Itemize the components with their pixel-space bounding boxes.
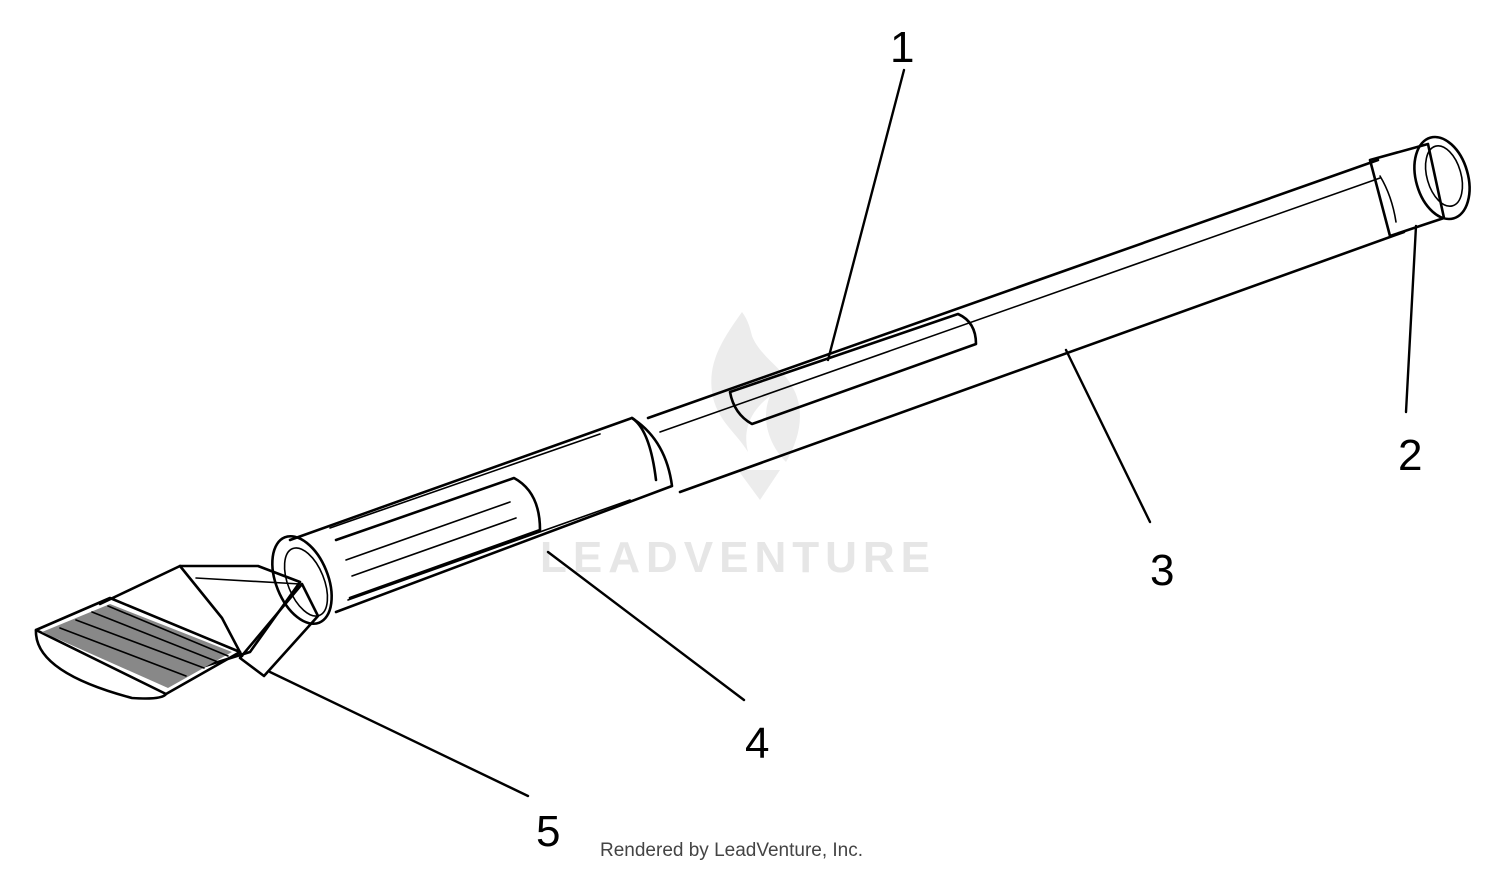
callout-number-4: 4 — [745, 719, 769, 768]
brush-tool-drawing — [34, 135, 1471, 700]
end-cap — [1368, 135, 1471, 238]
callout-number-5: 5 — [536, 807, 560, 856]
leader-line-3 — [1064, 348, 1152, 524]
callout-number-1: 1 — [890, 23, 914, 72]
handle-tube — [646, 158, 1406, 494]
callout-number-3: 3 — [1150, 546, 1174, 595]
callout-number-2: 2 — [1398, 431, 1422, 480]
render-credit: Rendered by LeadVenture, Inc. — [600, 840, 863, 861]
label-sticker — [728, 312, 978, 426]
callout-numbers: 1 2 3 4 5 — [536, 23, 1422, 856]
leader-line-4 — [546, 550, 746, 702]
grip-sleeve — [271, 416, 674, 626]
watermark: LEADVENTURE — [540, 312, 936, 582]
watermark-text: LEADVENTURE — [540, 533, 936, 582]
brush-head — [34, 564, 320, 700]
leader-lines — [268, 68, 1418, 798]
leader-line-2 — [1404, 224, 1418, 414]
leader-line-1 — [826, 68, 906, 362]
leader-line-5 — [268, 670, 530, 798]
watermark-flame-logo — [711, 312, 800, 500]
